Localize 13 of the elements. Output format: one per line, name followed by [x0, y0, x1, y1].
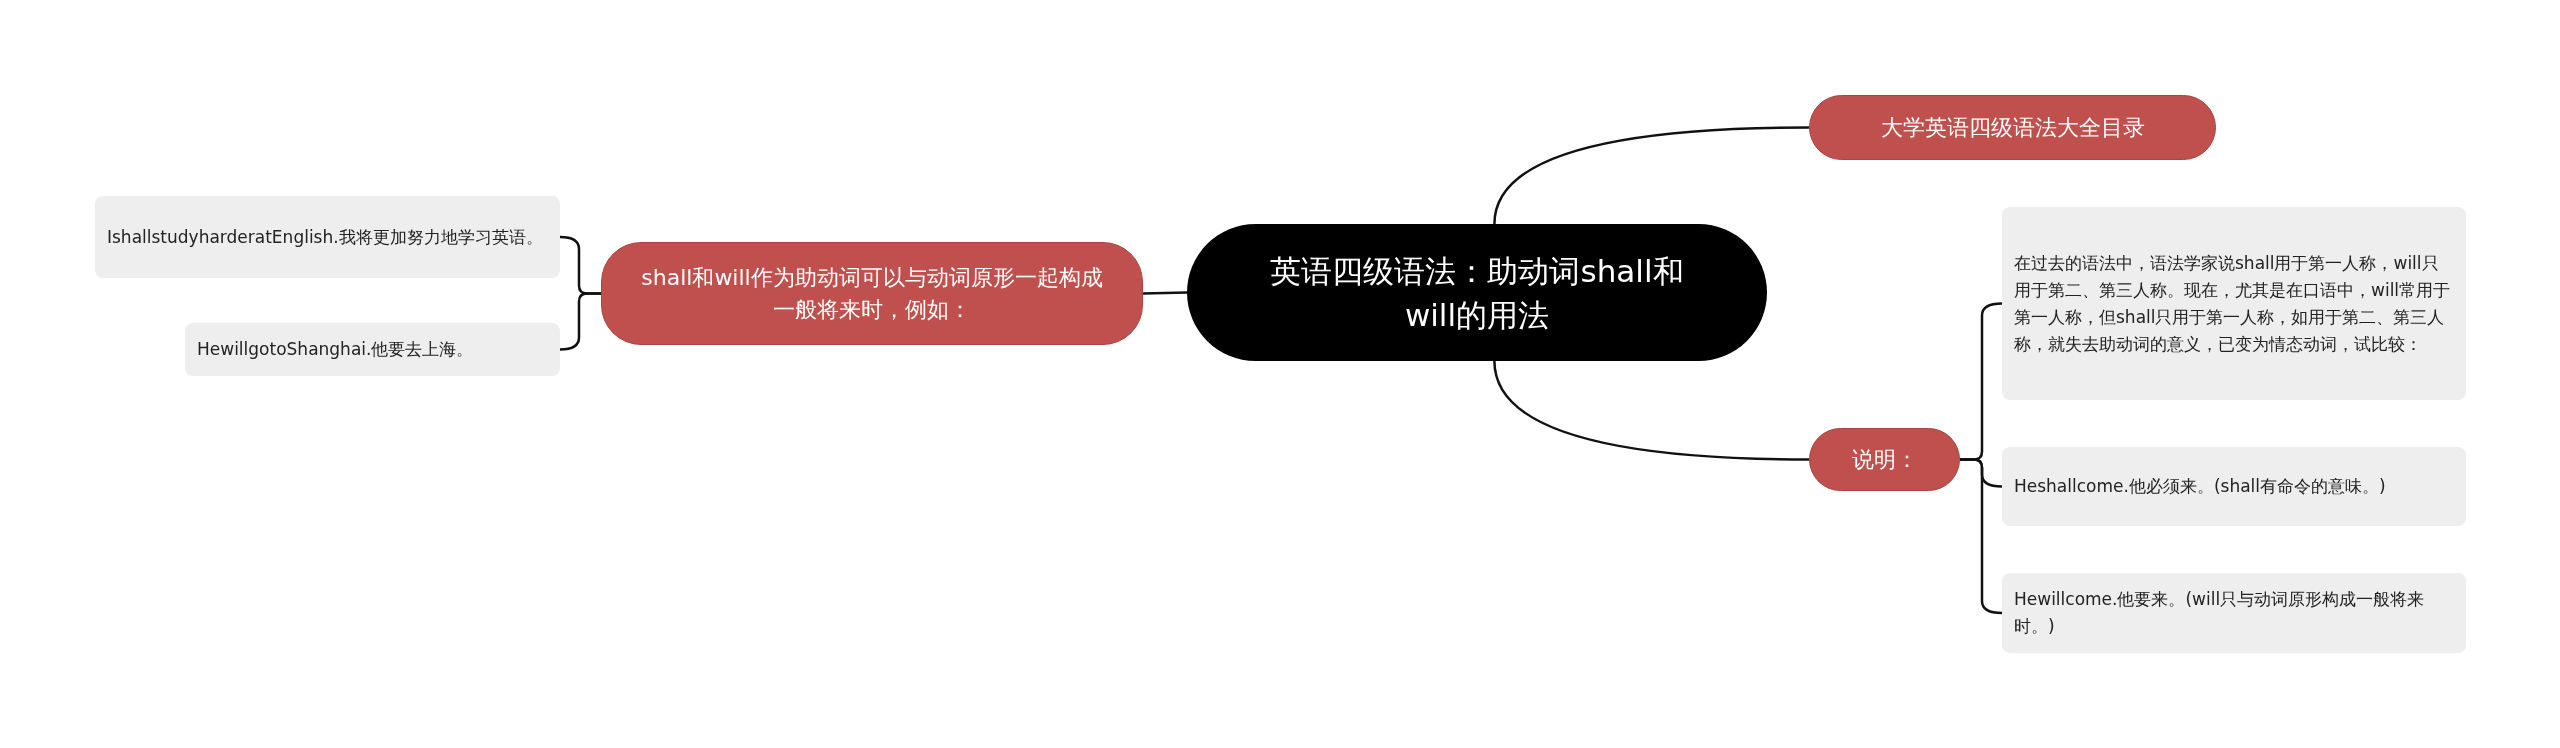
note-box: HewillgotoShanghai.他要去上海。: [185, 323, 560, 376]
central-topic: 英语四级语法：助动词shall和will的用法: [1187, 224, 1767, 361]
note-box: Heshallcome.他必须来。(shall有命令的意味。): [2002, 447, 2466, 526]
note-box: 在过去的语法中，语法学家说shall用于第一人称，will只用于第二、第三人称。现在，尤其是在口语中，will常用于第一人称，但shall只用于第一人称，如用于第二、第三人称，就失去助动词的意义，已变为情态动词，试比较：: [2002, 207, 2466, 400]
topic-node: 大学英语四级语法大全目录: [1809, 95, 2216, 160]
note-box: Hewillcome.他要来。(will只与动词原形构成一般将来时。): [2002, 573, 2466, 653]
connector-line: [1493, 126, 1809, 225]
note-box: IshallstudyharderatEnglish.我将更加努力地学习英语。: [95, 196, 560, 278]
connector-line: [1493, 360, 1809, 461]
topic-node: shall和will作为助动词可以与动词原形一起构成一般将来时，例如：: [601, 242, 1143, 345]
topic-node: 说明：: [1809, 428, 1960, 491]
connector-line: [1142, 291, 1188, 295]
connector-line: [559, 292, 601, 351]
